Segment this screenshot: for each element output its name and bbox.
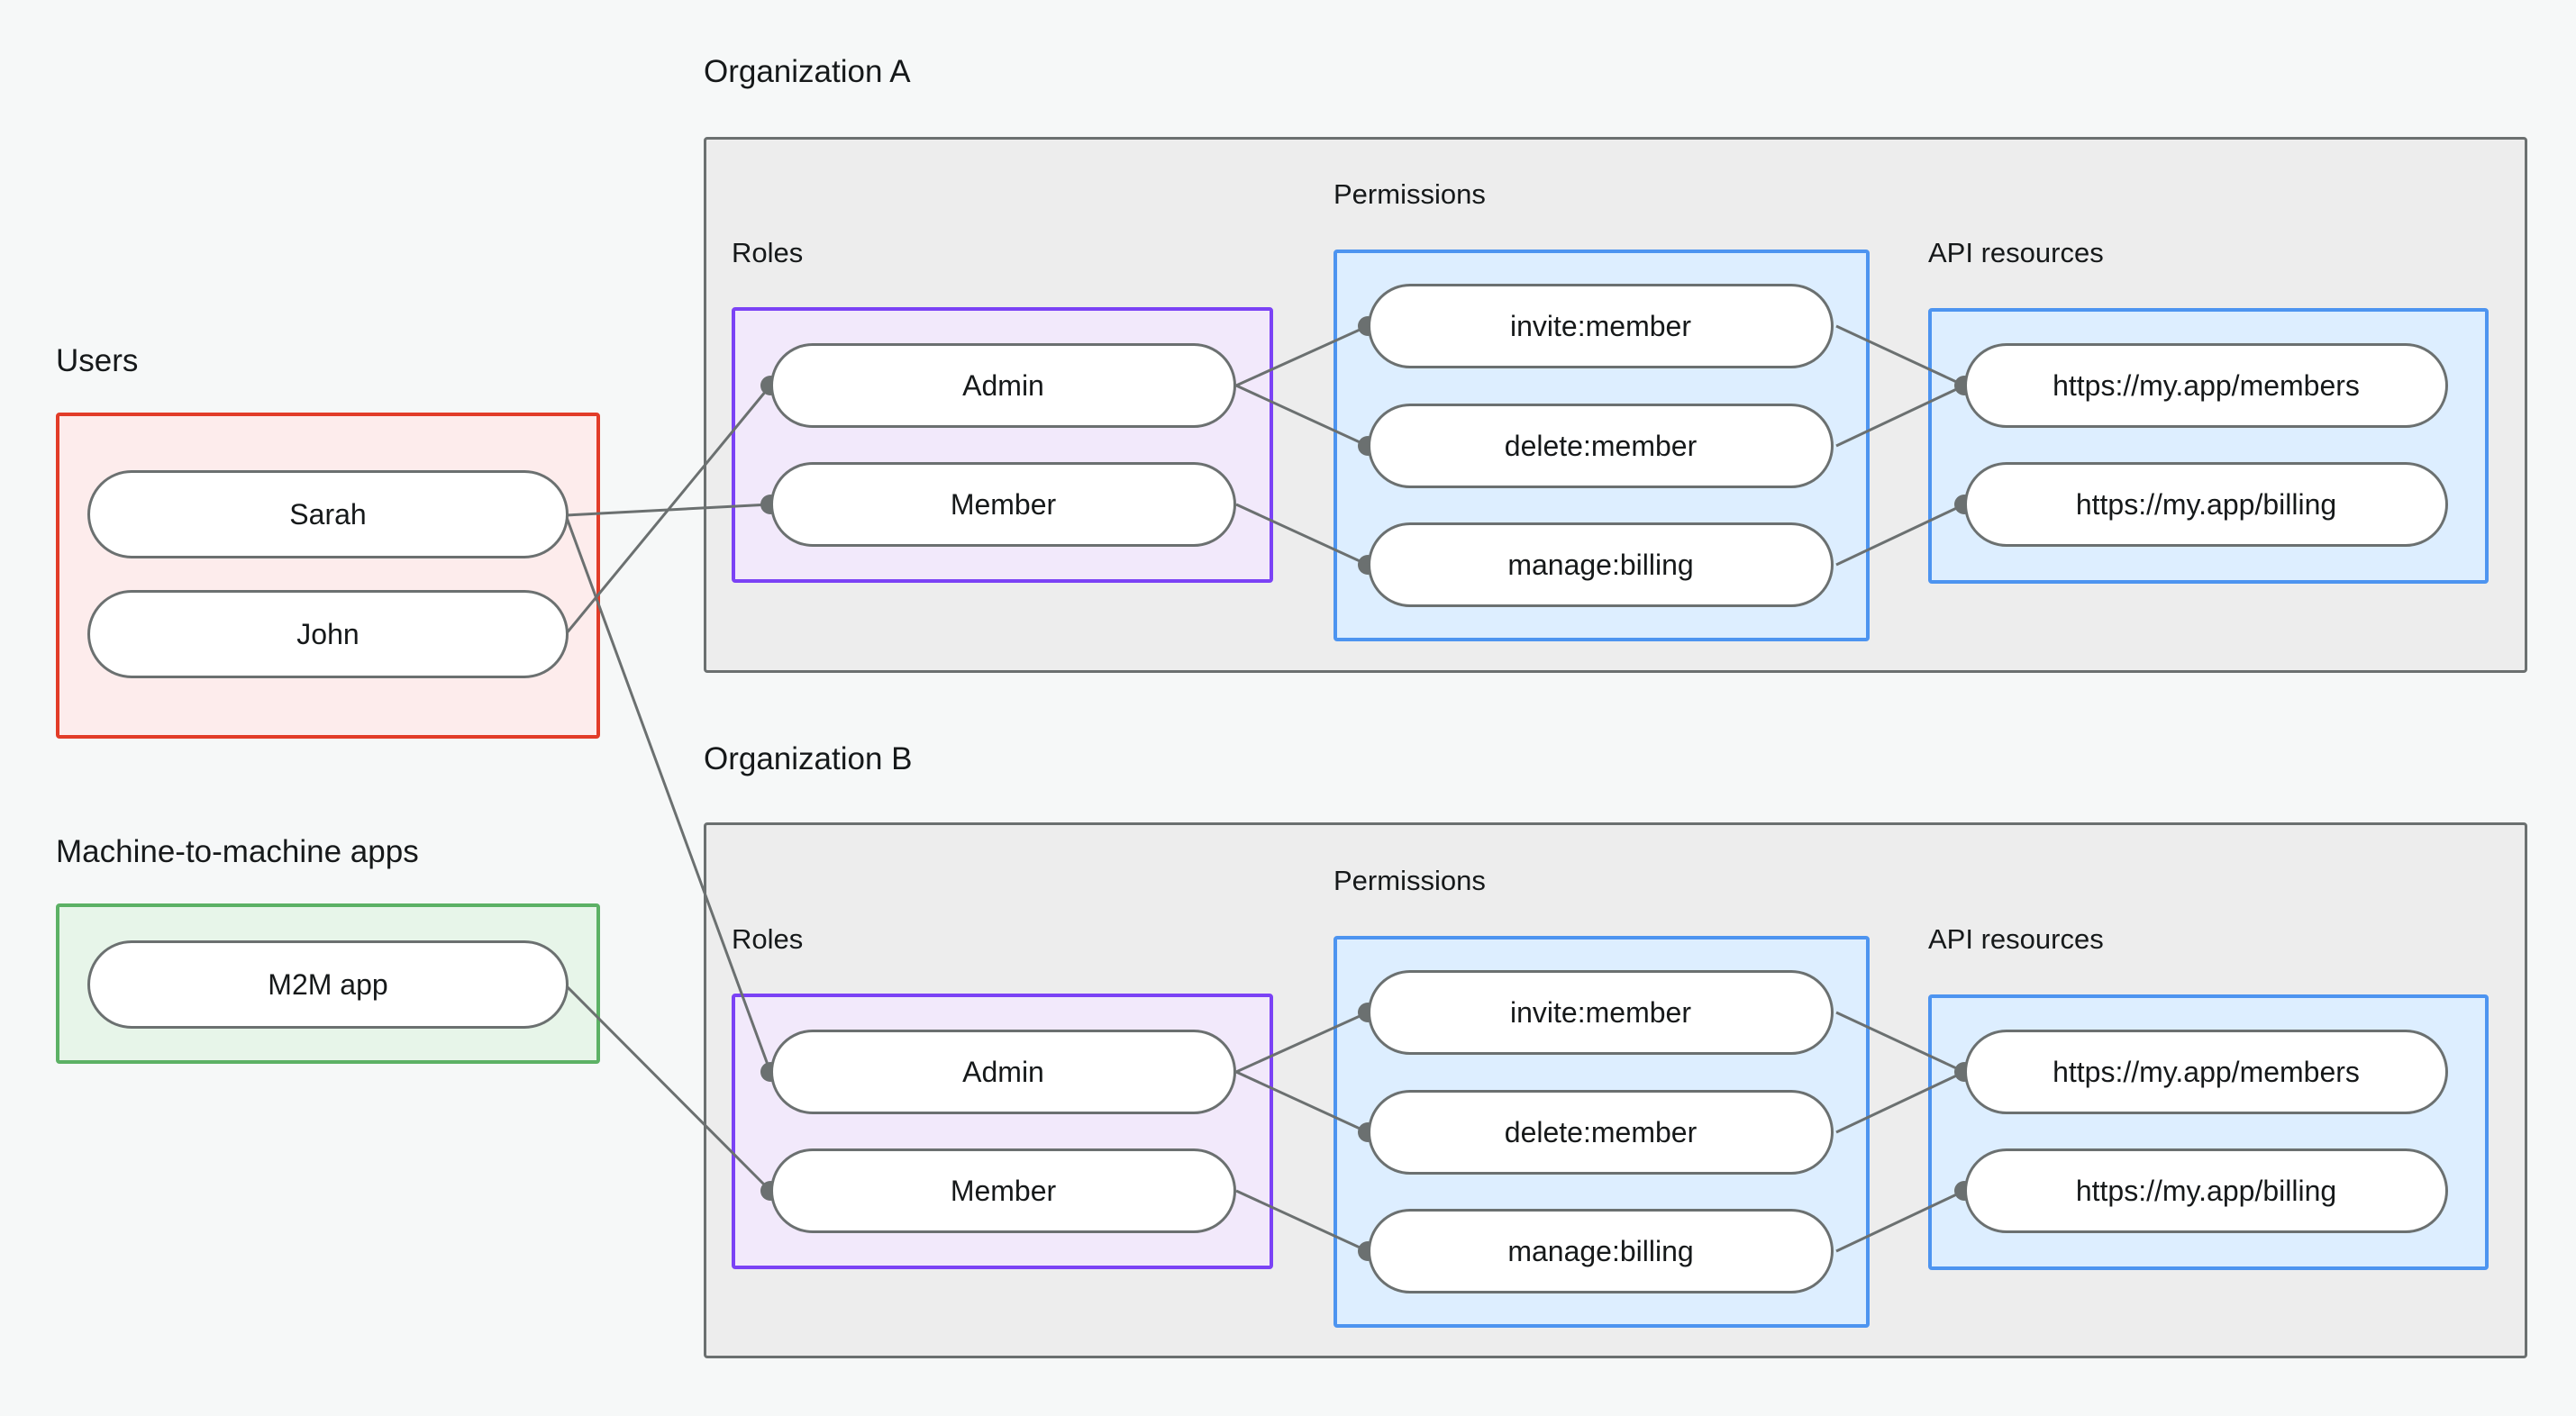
org-b-title: Organization B [704, 741, 913, 776]
org-a-role-admin[interactable]: Admin [770, 343, 1236, 428]
org-a-permission-manage-billing-label: manage:billing [1507, 549, 1694, 581]
org-a-permission-delete-member[interactable]: delete:member [1368, 404, 1834, 488]
org-b-role-admin-label: Admin [962, 1056, 1044, 1088]
org-a-api-resource-billing-label: https://my.app/billing [2075, 488, 2337, 521]
org-b-role-member[interactable]: Member [770, 1148, 1236, 1233]
org-a-permissions-label: Permissions [1334, 178, 1486, 210]
org-a-title: Organization A [704, 54, 911, 89]
user-node-sarah[interactable]: Sarah [87, 470, 569, 558]
org-a-api-resource-billing[interactable]: https://my.app/billing [1964, 462, 2448, 547]
org-b-api-resource-members-label: https://my.app/members [2053, 1056, 2360, 1088]
org-b-permission-invite-member-label: invite:member [1510, 996, 1691, 1029]
org-b-permission-manage-billing[interactable]: manage:billing [1368, 1209, 1834, 1293]
org-a-permission-manage-billing[interactable]: manage:billing [1368, 522, 1834, 607]
org-b-permission-manage-billing-label: manage:billing [1507, 1235, 1694, 1267]
org-a-role-member[interactable]: Member [770, 462, 1236, 547]
org-a-roles-label: Roles [732, 237, 804, 268]
org-b-permissions-label: Permissions [1334, 865, 1486, 896]
user-node-john-label: John [296, 618, 360, 650]
m2m-group-label: Machine-to-machine apps [56, 834, 419, 869]
org-b-api-resource-billing[interactable]: https://my.app/billing [1964, 1148, 2448, 1233]
org-a-api-resource-members[interactable]: https://my.app/members [1964, 343, 2448, 428]
org-a-permission-invite-member-label: invite:member [1510, 310, 1691, 342]
org-a-permission-invite-member[interactable]: invite:member [1368, 284, 1834, 368]
users-group-box [56, 413, 600, 739]
org-b-permission-delete-member[interactable]: delete:member [1368, 1090, 1834, 1175]
user-node-john[interactable]: John [87, 590, 569, 678]
org-a-role-member-label: Member [950, 488, 1057, 521]
org-b-permission-invite-member[interactable]: invite:member [1368, 970, 1834, 1055]
org-a-role-admin-label: Admin [962, 369, 1044, 402]
org-b-api-resource-members[interactable]: https://my.app/members [1964, 1030, 2448, 1114]
org-b-roles-label: Roles [732, 923, 804, 955]
org-b-api-resource-billing-label: https://my.app/billing [2075, 1175, 2337, 1207]
org-b-role-member-label: Member [950, 1175, 1057, 1207]
org-b-api-label: API resources [1928, 923, 2104, 955]
m2m-node-app[interactable]: M2M app [87, 940, 569, 1029]
user-node-sarah-label: Sarah [289, 498, 367, 531]
users-group-label: Users [56, 343, 139, 378]
org-b-permission-delete-member-label: delete:member [1504, 1116, 1698, 1148]
org-a-api-resource-members-label: https://my.app/members [2053, 369, 2360, 402]
org-a-permission-delete-member-label: delete:member [1504, 430, 1698, 462]
org-b-role-admin[interactable]: Admin [770, 1030, 1236, 1114]
org-a-api-label: API resources [1928, 237, 2104, 268]
m2m-node-app-label: M2M app [268, 968, 388, 1001]
